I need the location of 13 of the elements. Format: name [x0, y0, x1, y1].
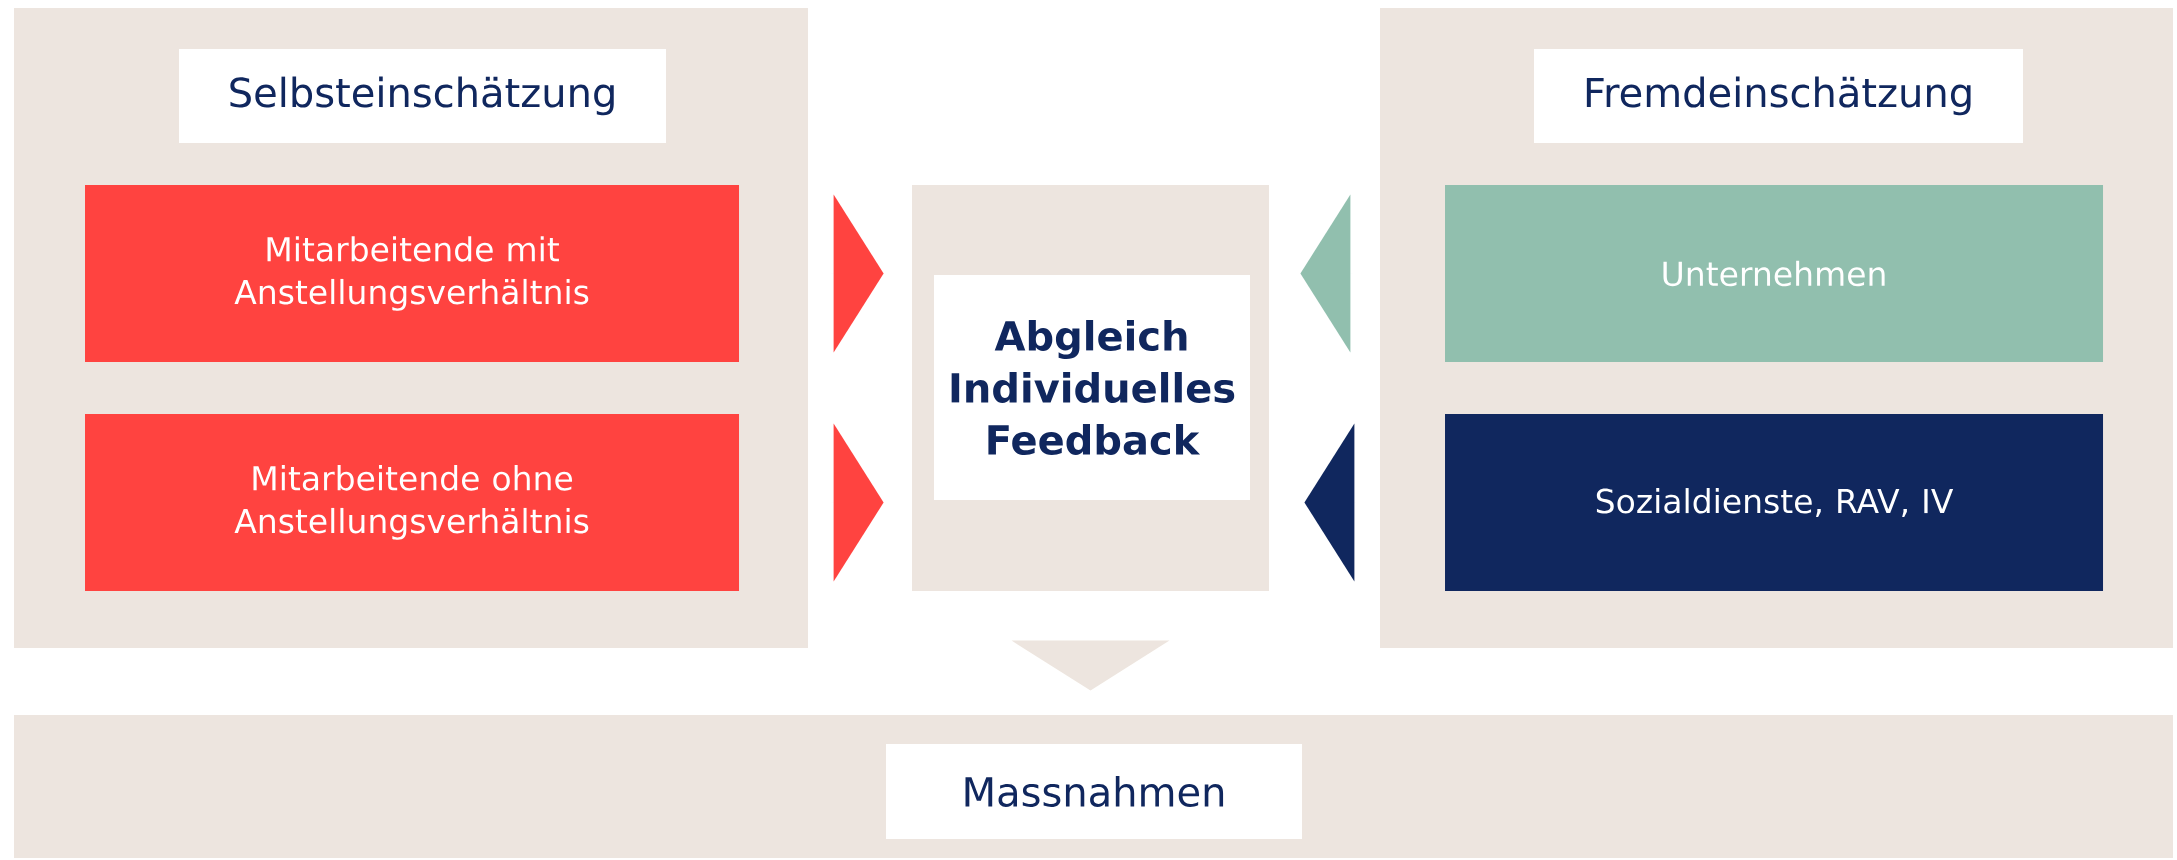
comparison-box: Abgleich Individuelles Feedback — [912, 185, 1269, 591]
heading-box: Selbsteinschätzung — [179, 49, 666, 143]
heading-box: Massnahmen — [886, 744, 1302, 839]
chevron-arrow — [831, 194, 884, 353]
process-box: Mitarbeitende mit Anstellungsverhältnis — [85, 185, 739, 362]
chevron-arrow — [1300, 194, 1353, 353]
chevron-arrow — [1304, 423, 1356, 582]
chevron-arrow — [831, 423, 884, 582]
process-box: Mitarbeitende ohne Anstellungsverhältnis — [85, 414, 739, 591]
heading-box: Fremdeinschätzung — [1534, 49, 2023, 143]
process-box: Sozialdienste, RAV, IV — [1445, 414, 2103, 591]
chevron-arrow — [1011, 640, 1170, 691]
process-box: Unternehmen — [1445, 185, 2103, 362]
